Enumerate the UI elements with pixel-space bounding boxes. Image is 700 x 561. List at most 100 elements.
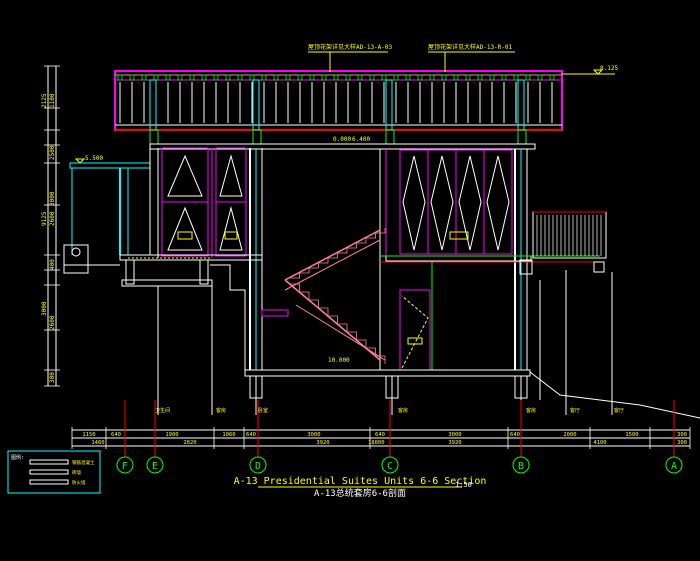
vertical-dimension-chain: 2125 1100 2500 9125 3000 2600 400 3000 2… (41, 65, 60, 387)
pergola-slat-cap (549, 74, 555, 81)
vdim-3: 2500 (49, 145, 56, 160)
axis-bubble-B: B (512, 456, 530, 474)
pergola-slat-cap (441, 74, 447, 81)
room-label-2: 客房 (216, 407, 226, 414)
window-left-a (161, 147, 209, 257)
pergola-slat-cap (489, 74, 495, 81)
window-right-group (399, 149, 513, 255)
room-labels: 卫生间 客房 卧室 客房 客房 客厅 客厅 (155, 270, 624, 415)
vdim-5: 3000 (49, 191, 56, 206)
svg-text:A: A (671, 461, 677, 472)
dim-row1-text: 3000 (307, 432, 320, 438)
pergola-slat-cap (333, 74, 339, 81)
stair-step (337, 323, 348, 332)
pergola-slat-cap (357, 74, 363, 81)
pergola-slat-cap (261, 74, 267, 81)
title-scale: 1:50 (455, 481, 472, 489)
room-label-1: 卫生间 (155, 407, 170, 414)
dim-row1-text: 2000 (563, 432, 576, 438)
pergola-slat-cap (285, 74, 291, 81)
title-english: A-13 Presidential Suites Units 6-6 Secti… (234, 476, 487, 487)
pergola-slat-cap (453, 74, 459, 81)
stair-step (347, 243, 357, 249)
dim-row1-text: 640 (111, 432, 121, 438)
level-lower-floor: 10.000 (328, 357, 350, 364)
dim-row2-text: 1460 (91, 440, 104, 446)
room-label-4: 客房 (398, 407, 408, 414)
legend-item-2: 砖墙 (72, 469, 81, 476)
pergola-slat-cap (465, 74, 471, 81)
level-terrace-text: 5.500 (85, 155, 103, 162)
dim-row1-text: 1060 (222, 432, 235, 438)
stair-step (356, 339, 367, 348)
pergola-slat-cap (189, 74, 195, 81)
dim-row1-text: 640 (375, 432, 385, 438)
pergola-slat-cap (345, 74, 351, 81)
axis-bubble-A: A (665, 456, 683, 474)
pergola-slat-cap (117, 74, 123, 81)
svg-text:E: E (152, 461, 158, 472)
level-lower-text: 10.000 (328, 357, 350, 364)
vdim-4: 9125 (41, 211, 48, 226)
pergola-slat-cap (309, 74, 315, 81)
pergola-slat-cap (141, 74, 147, 81)
grid-axes: F E D C B A (116, 400, 683, 474)
vdim-9: 2600 (49, 315, 56, 330)
dim-row1-text: 1900 (165, 432, 178, 438)
terrace-structure (63, 145, 151, 274)
pergola-slat-cap (297, 74, 303, 81)
pergola-slat-cap (153, 74, 159, 81)
stair-step (318, 307, 329, 316)
ref-right-text: 屋顶花架详见大样AD-13-R-01 (428, 43, 513, 51)
axis-bubble-F: F (116, 456, 134, 474)
svg-text:D: D (255, 461, 261, 472)
stair-step (347, 331, 357, 340)
vdim-7: 400 (49, 259, 56, 270)
dim-row1-text: 300 (677, 432, 687, 438)
level-upper-floor: 0.000 6.400 (333, 136, 370, 143)
legend-title: 图例: (11, 454, 24, 461)
legend-item-1: 钢筋混凝土 (72, 459, 95, 466)
axis-bubble-E: E (146, 456, 164, 474)
svg-text:C: C (387, 461, 393, 472)
vdim-1: 2125 (41, 93, 48, 108)
vdim-8: 3000 (41, 301, 48, 316)
pergola-slat-cap (501, 74, 507, 81)
pergola-slat-cap (165, 74, 171, 81)
roof-pergola (114, 70, 563, 145)
stair-step (356, 238, 367, 244)
axis-bubble-C: C (381, 456, 399, 474)
ground-line (64, 264, 700, 419)
pergola-slat-cap (177, 74, 183, 81)
stair-step (318, 258, 329, 264)
svg-text:F: F (122, 461, 128, 472)
pergola-slat-cap (525, 74, 531, 81)
stair-step (299, 268, 310, 274)
pergola-slat-cap (369, 74, 375, 81)
right-balcony-railing (532, 211, 607, 273)
staircase (261, 228, 386, 364)
room-label-5: 客房 (526, 407, 536, 414)
dim-row1-text: 1500 (625, 432, 638, 438)
walls-right (379, 149, 528, 370)
ref-left-text: 屋顶花架详见大样AD-13-A-03 (308, 43, 393, 51)
pergola-slat-cap (249, 74, 255, 81)
pergola-slat-cap (477, 74, 483, 81)
dim-row2-text: 300 (677, 440, 687, 446)
detail-reference-left: 屋顶花架详见大样AD-13-A-03 (308, 43, 393, 72)
middle-floor-slab (119, 254, 600, 287)
level-upper-b-text: 6.400 (352, 136, 370, 143)
pergola-slat-cap (429, 74, 435, 81)
dim-row1-text: 3000 (448, 432, 461, 438)
pergola-slat-cap (201, 74, 207, 81)
dim-row2-text: 4100 (593, 440, 606, 446)
stair-step (309, 263, 319, 269)
stair-step (290, 273, 300, 279)
stair-step (309, 299, 319, 308)
door-lower (399, 262, 433, 371)
stair-step (328, 315, 338, 324)
drawing-title: A-13 Presidential Suites Units 6-6 Secti… (234, 476, 487, 499)
legend: 图例: 钢筋混凝土 砖墙 防火墙 (7, 450, 101, 494)
svg-text:B: B (518, 461, 524, 472)
